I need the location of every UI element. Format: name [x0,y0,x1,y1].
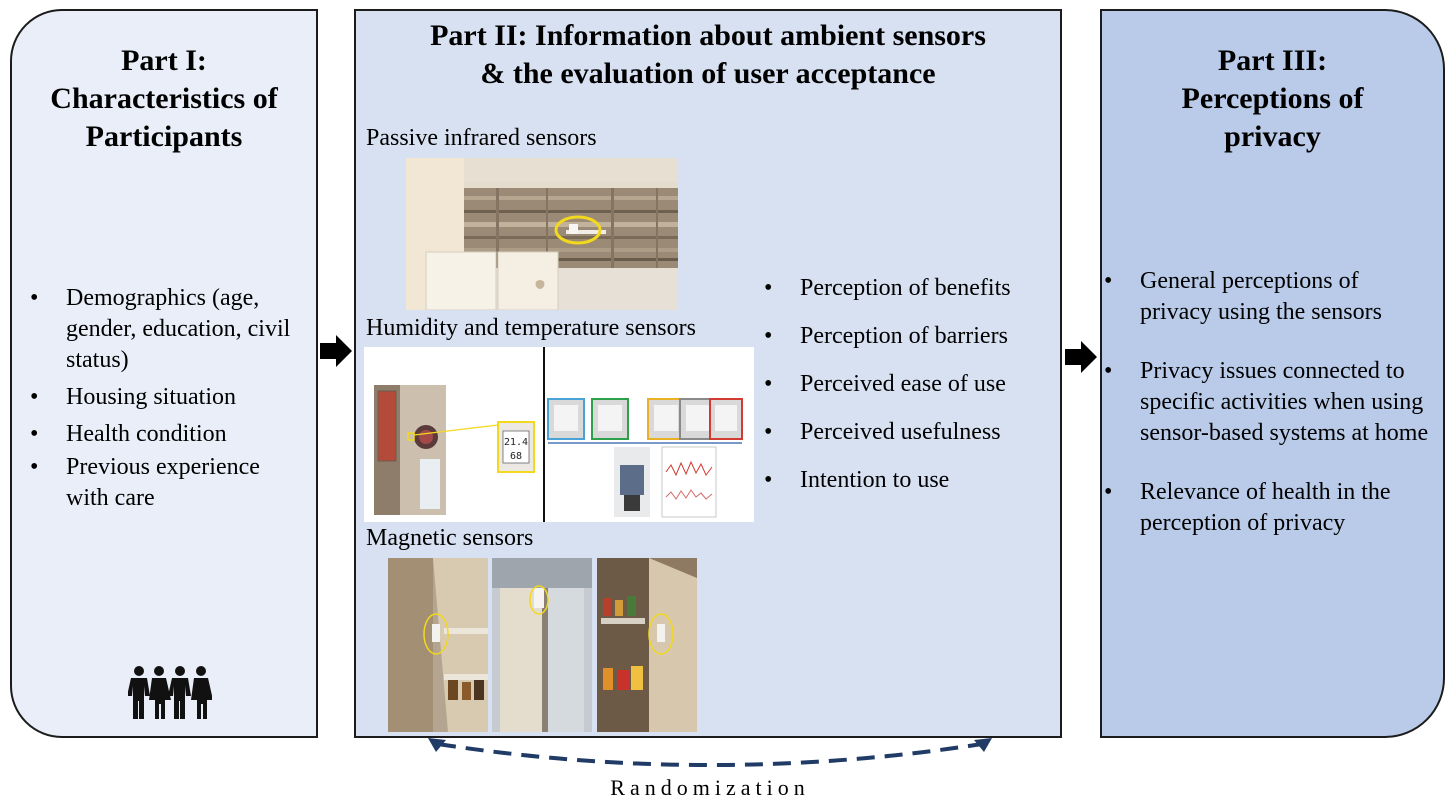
list-item: Perceived usefulness [764,417,1054,447]
part1-title-line: Part I: [121,44,207,77]
part1-title-line: Participants [85,120,243,153]
list-item: General perceptions of privacy using the… [1104,266,1434,328]
arrow-right-icon [1065,341,1097,373]
part2-title-line: & the evaluation of user acceptance [480,57,936,90]
pir-sensor-photo [406,158,678,310]
list-item: Intention to use [764,465,1054,495]
randomization-label: Randomization [610,775,810,800]
part2-title-line: Part II: Information about ambient senso… [430,19,986,52]
sensor-label-pir: Passive infrared sensors [366,125,597,151]
list-item: Housing situation [30,382,305,413]
arrow-right-icon [320,335,352,367]
part1-list: Demographics (age, gender, education, ci… [30,283,305,514]
magnetic-sensor-photo-3 [597,558,697,732]
list-item: Privacy issues connected to specific act… [1104,356,1434,449]
part2-title: Part II: Information about ambient senso… [356,17,1060,93]
part3-title-line: privacy [1224,120,1321,153]
humidity-sensor-photo: 21.4 68 [364,347,754,522]
part3-title-line: Part III: [1217,44,1328,77]
thermo-reading-humidity: 68 [510,451,522,462]
sensor-label-magnetic: Magnetic sensors [366,525,534,551]
part3-list: General perceptions of privacy using the… [1104,266,1434,539]
list-item: Previous experience with care [30,452,305,514]
magnetic-sensor-photo-2 [492,558,592,732]
part1-title-line: Characteristics of [50,82,278,115]
randomization-arrow [428,738,992,767]
part3-title-line: Perceptions of [1181,82,1364,115]
list-item: Health condition [30,419,305,450]
part2-list: Perception of benefits Perception of bar… [764,273,1054,495]
group-of-people-icon [128,666,212,719]
magnetic-sensor-photo-1 [388,558,488,732]
thermo-reading-temp: 21.4 [504,437,528,448]
list-item: Perception of barriers [764,321,1054,351]
list-item: Perception of benefits [764,273,1054,303]
list-item: Demographics (age, gender, education, ci… [30,283,305,376]
part1-title: Part I: Characteristics of Participants [14,42,314,156]
list-item: Perceived ease of use [764,369,1054,399]
sensor-label-humidity: Humidity and temperature sensors [366,315,696,341]
part3-title: Part III: Perceptions of privacy [1102,42,1443,156]
list-item: Relevance of health in the perception of… [1104,477,1434,539]
